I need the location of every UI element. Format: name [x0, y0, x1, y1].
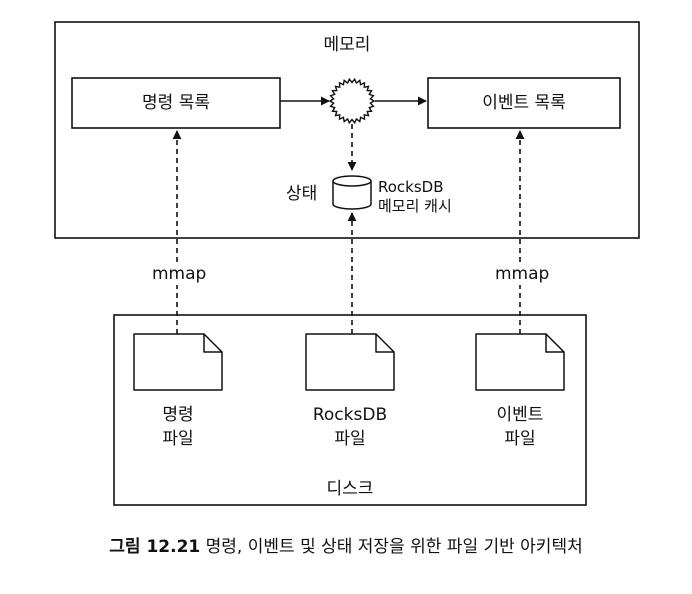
rocksdb-cache-label-line2: 메모리 캐시 — [378, 197, 452, 215]
state-label: 상태 — [286, 184, 318, 204]
command-file-label-line2: 파일 — [162, 429, 194, 449]
figure-number: 그림 12.21 — [109, 537, 201, 557]
mmap-left-label: mmap — [150, 263, 209, 285]
command-list-box — [71, 77, 281, 129]
rocksdb-file-label-line1: RocksDB — [312, 405, 388, 425]
figure-caption: 그림 12.21 명령, 이벤트 및 상태 저장을 위한 파일 기반 아키텍처 — [0, 532, 692, 557]
processor-starburst-icon — [328, 77, 376, 125]
figure-caption-text: 명령, 이벤트 및 상태 저장을 위한 파일 기반 아키텍처 — [200, 537, 583, 557]
memory-box — [54, 21, 640, 239]
command-file-icon — [133, 333, 223, 391]
event-file-label-line2: 파일 — [504, 429, 536, 449]
event-list-box — [427, 77, 621, 129]
event-list-label: 이벤트 목록 — [482, 93, 566, 113]
event-file-label-line1: 이벤트 — [496, 405, 544, 425]
rocksdb-file-icon — [305, 333, 395, 391]
command-file-label-line1: 명령 — [162, 405, 194, 425]
rocksdb-cache-cylinder-icon — [332, 175, 372, 210]
event-file-icon — [475, 333, 565, 391]
disk-box — [113, 314, 587, 506]
memory-title: 메모리 — [323, 35, 371, 55]
disk-title: 디스크 — [326, 479, 374, 499]
mmap-right-label: mmap — [493, 263, 552, 285]
command-list-label: 명령 목록 — [142, 93, 210, 113]
rocksdb-file-label-line2: 파일 — [334, 429, 366, 449]
rocksdb-cache-label-line1: RocksDB — [378, 178, 444, 196]
